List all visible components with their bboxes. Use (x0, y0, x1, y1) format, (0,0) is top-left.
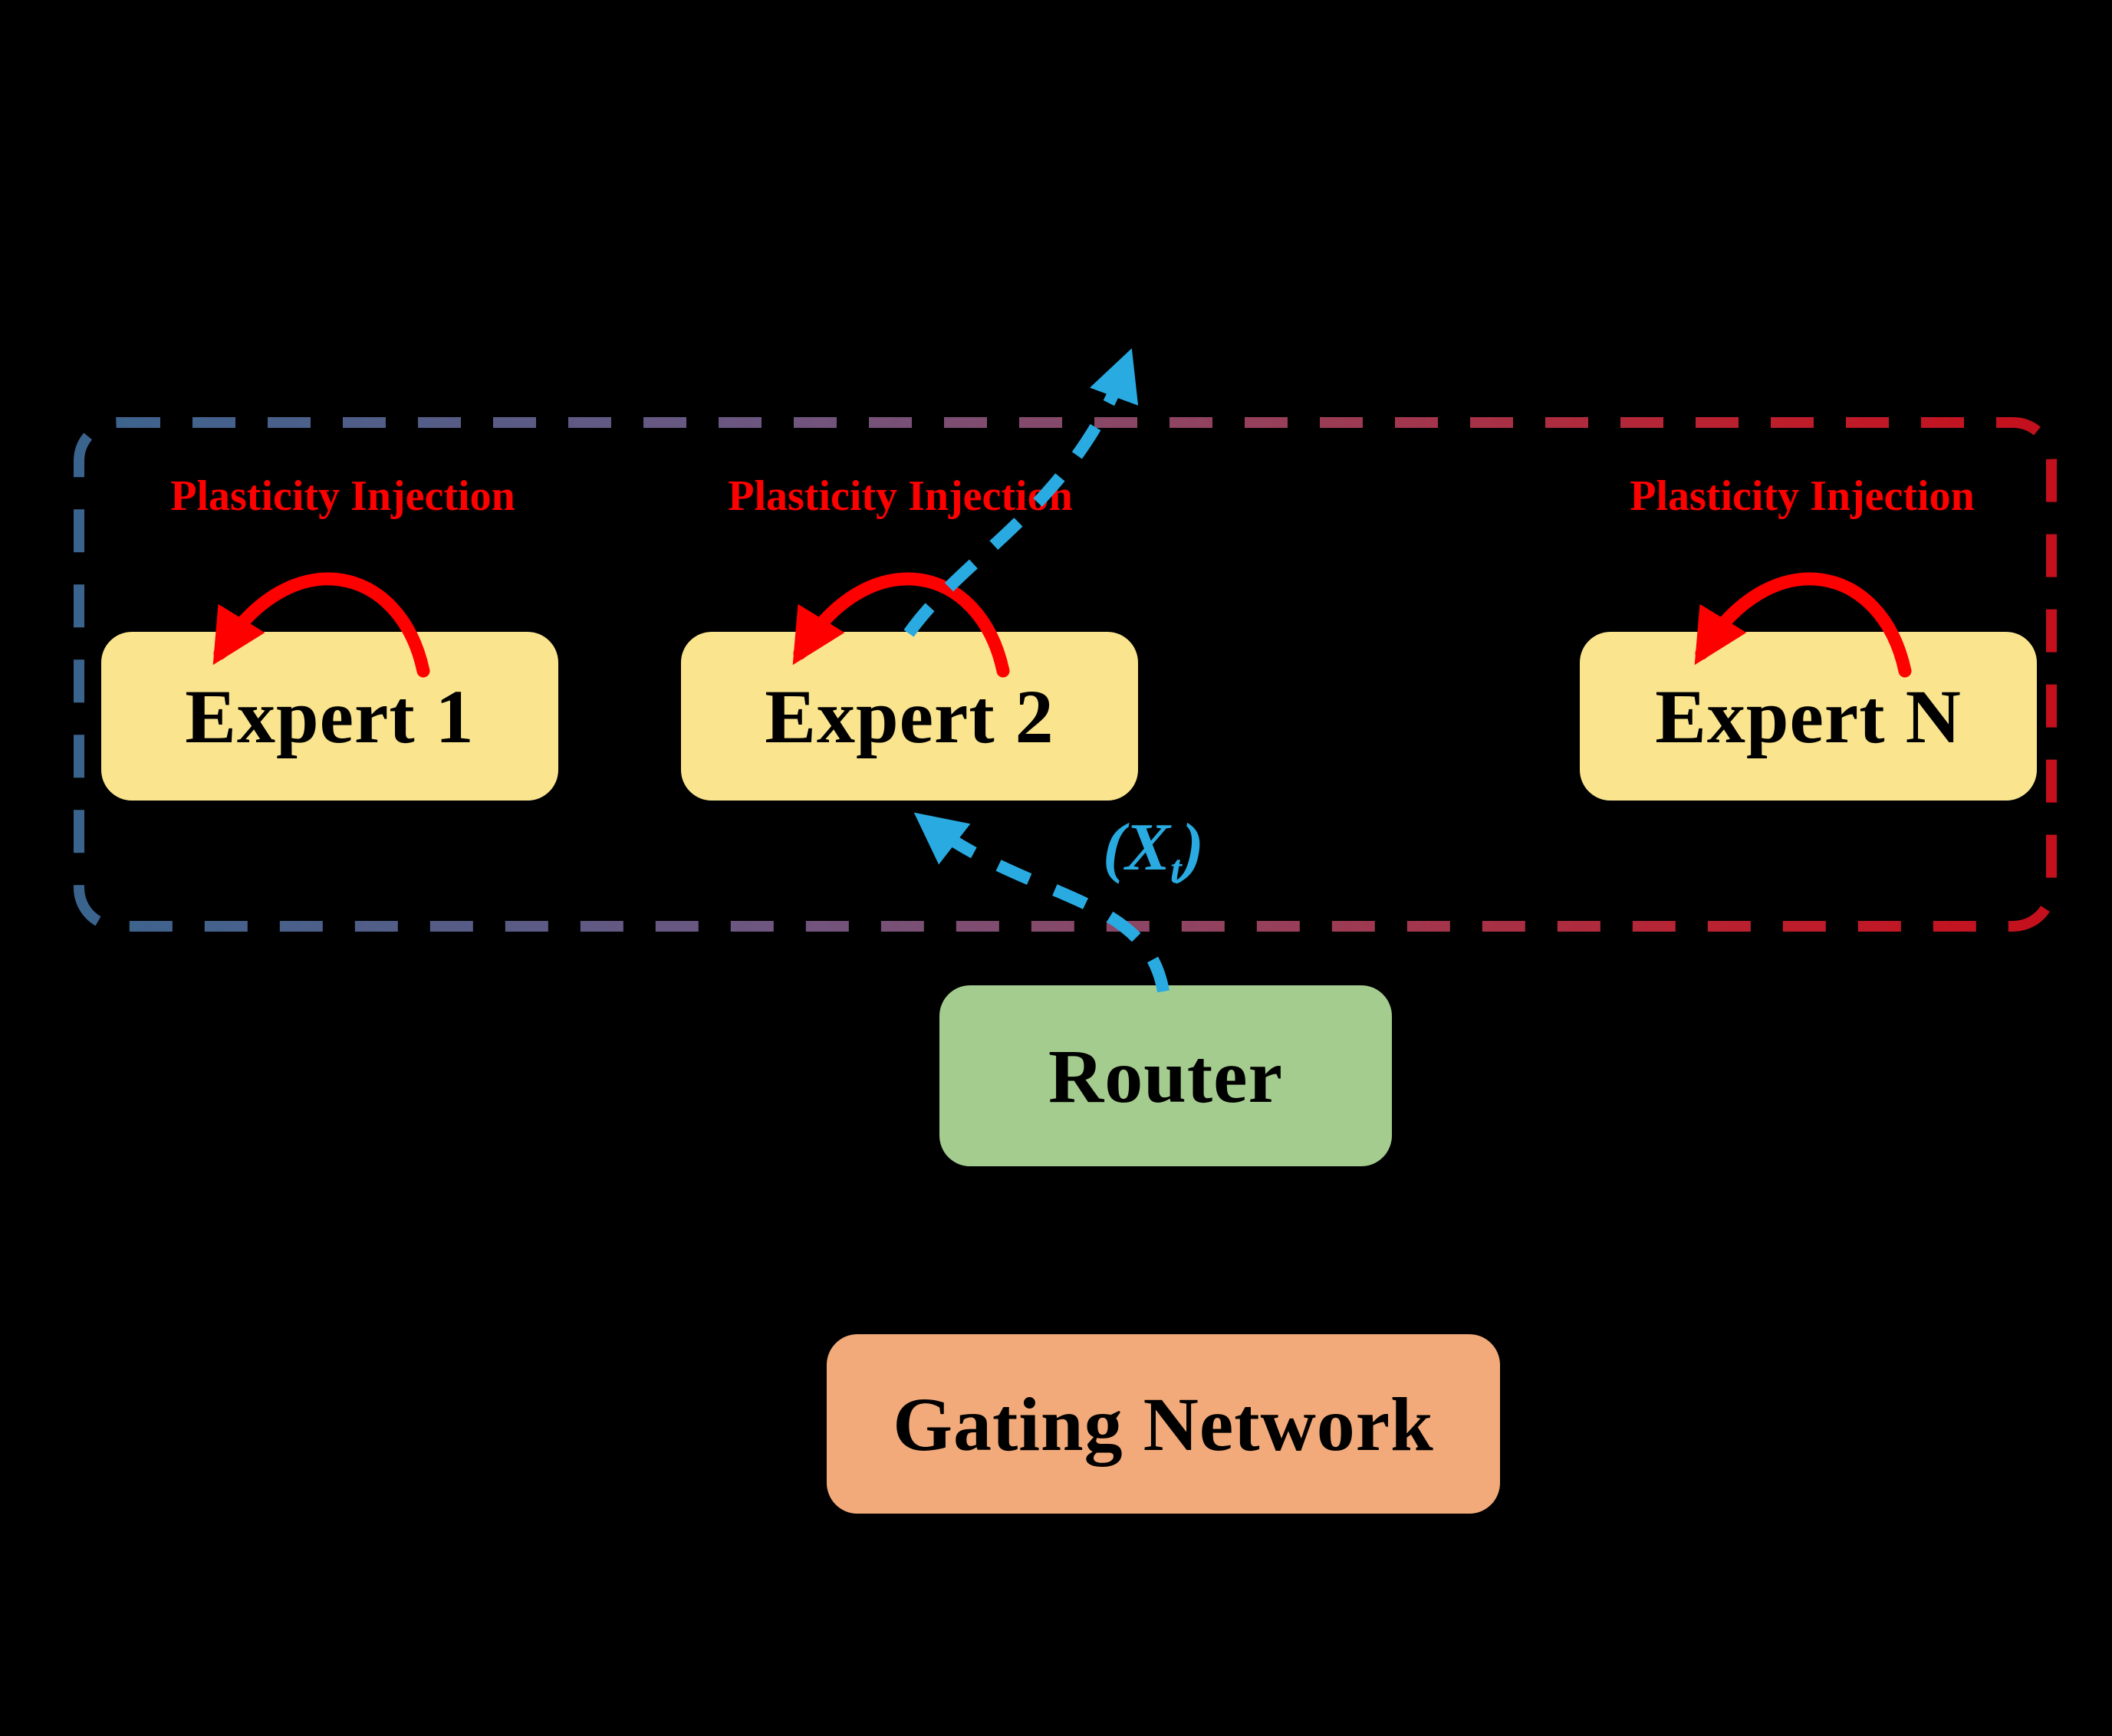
plasticity-injection-arrow-expert-n (1694, 572, 1912, 678)
expert-2-label: Expert 2 (765, 673, 1054, 759)
token-label-subscript: t (1170, 847, 1182, 892)
token-label-prefix: (X (1103, 810, 1170, 885)
expert-2-box: Expert 2 (681, 632, 1138, 801)
gating-network-label: Gating Network (893, 1381, 1434, 1467)
expert-n-box: Expert N (1580, 632, 2037, 801)
router-to-expert-2-arrow (913, 812, 1169, 993)
plasticity-injection-arrow-expert-2 (792, 572, 1010, 678)
gating-network-box: Gating Network (827, 1334, 1500, 1514)
expert-n-label: Expert N (1655, 673, 1962, 759)
plasticity-injection-label-expert-n: Plasticity Injection (1630, 472, 1975, 520)
token-input-label: (Xt) (1103, 814, 1204, 890)
expert-1-box: Expert 1 (101, 632, 558, 801)
plasticity-injection-arrow-expert-1 (212, 572, 430, 678)
token-label-suffix: ) (1181, 810, 1204, 885)
plasticity-injection-label-expert-1: Plasticity Injection (170, 472, 515, 520)
router-label: Router (1048, 1033, 1283, 1119)
expert-1-label: Expert 1 (185, 673, 475, 759)
router-box: Router (939, 985, 1392, 1166)
plasticity-injection-label-expert-2: Plasticity Injection (728, 472, 1073, 520)
dashed-boundary-rect (74, 417, 2057, 932)
